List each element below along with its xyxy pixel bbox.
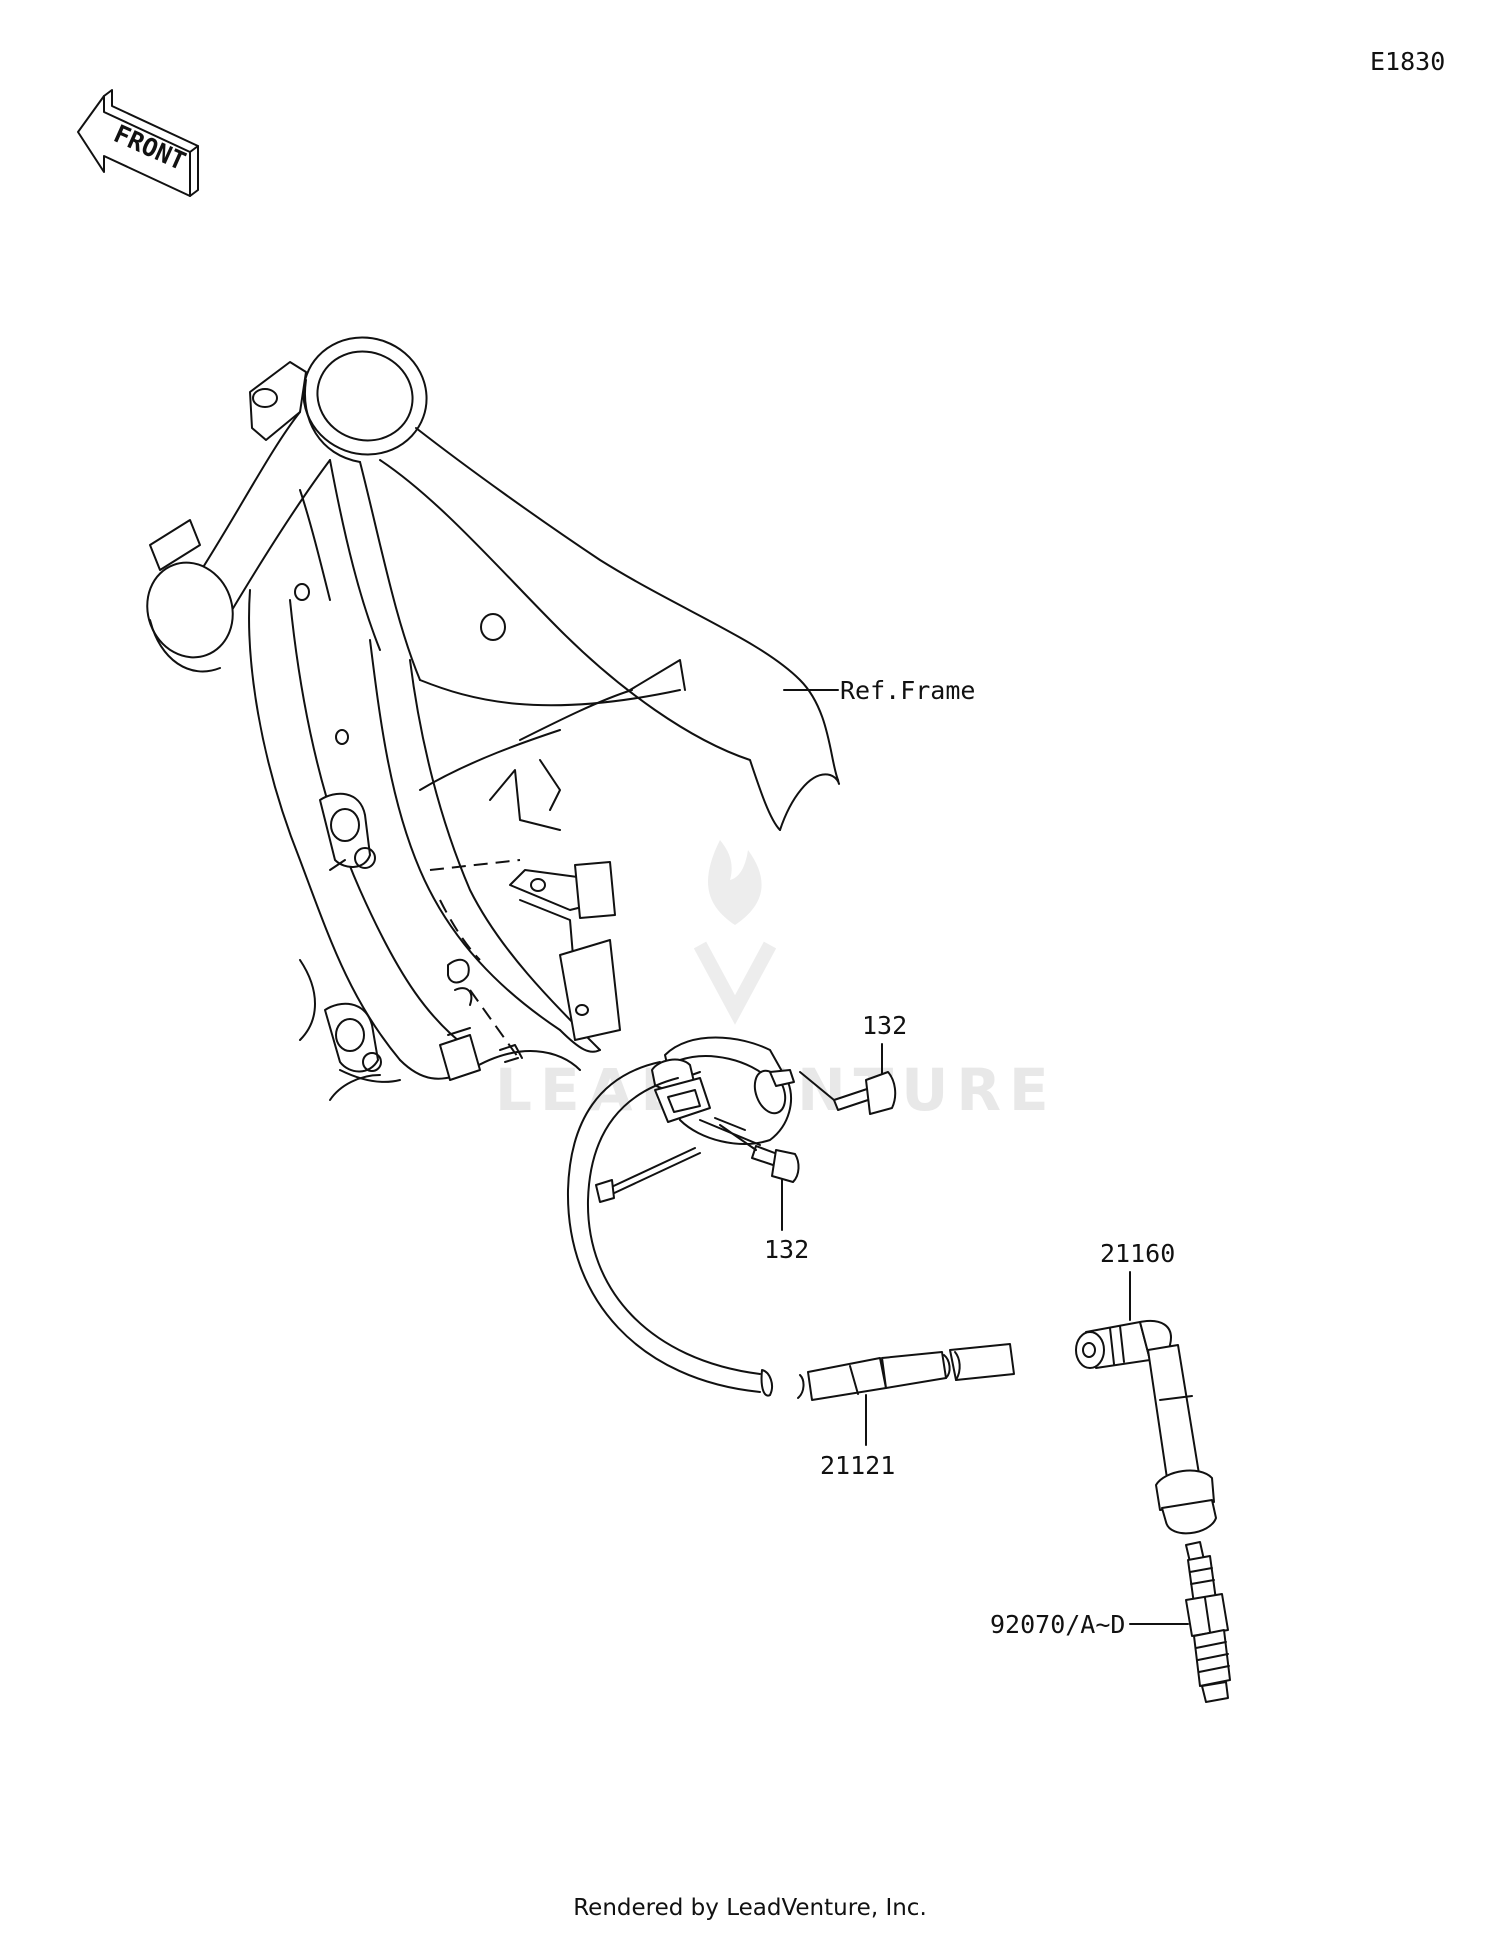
front-arrow-icon: FRONT [77,89,199,197]
spark-plug-cap [1075,1320,1217,1535]
bolt-lower [719,1124,800,1183]
diagram-code: E1830 [1370,47,1445,76]
callout-ref-frame: Ref.Frame [840,676,975,705]
callout-132-upper: 132 [862,1011,907,1040]
spark-plug [1185,1541,1231,1703]
ignition-coil [566,1036,1015,1401]
callout-21160: 21160 [1100,1239,1175,1268]
footer-credit: Rendered by LeadVenture, Inc. [573,1895,927,1921]
bolt-upper [799,1071,897,1115]
callout-92070: 92070/A~D [990,1610,1125,1639]
callout-132-lower: 132 [764,1235,809,1264]
frame-drawing [146,336,840,1101]
callout-21121: 21121 [820,1451,895,1480]
